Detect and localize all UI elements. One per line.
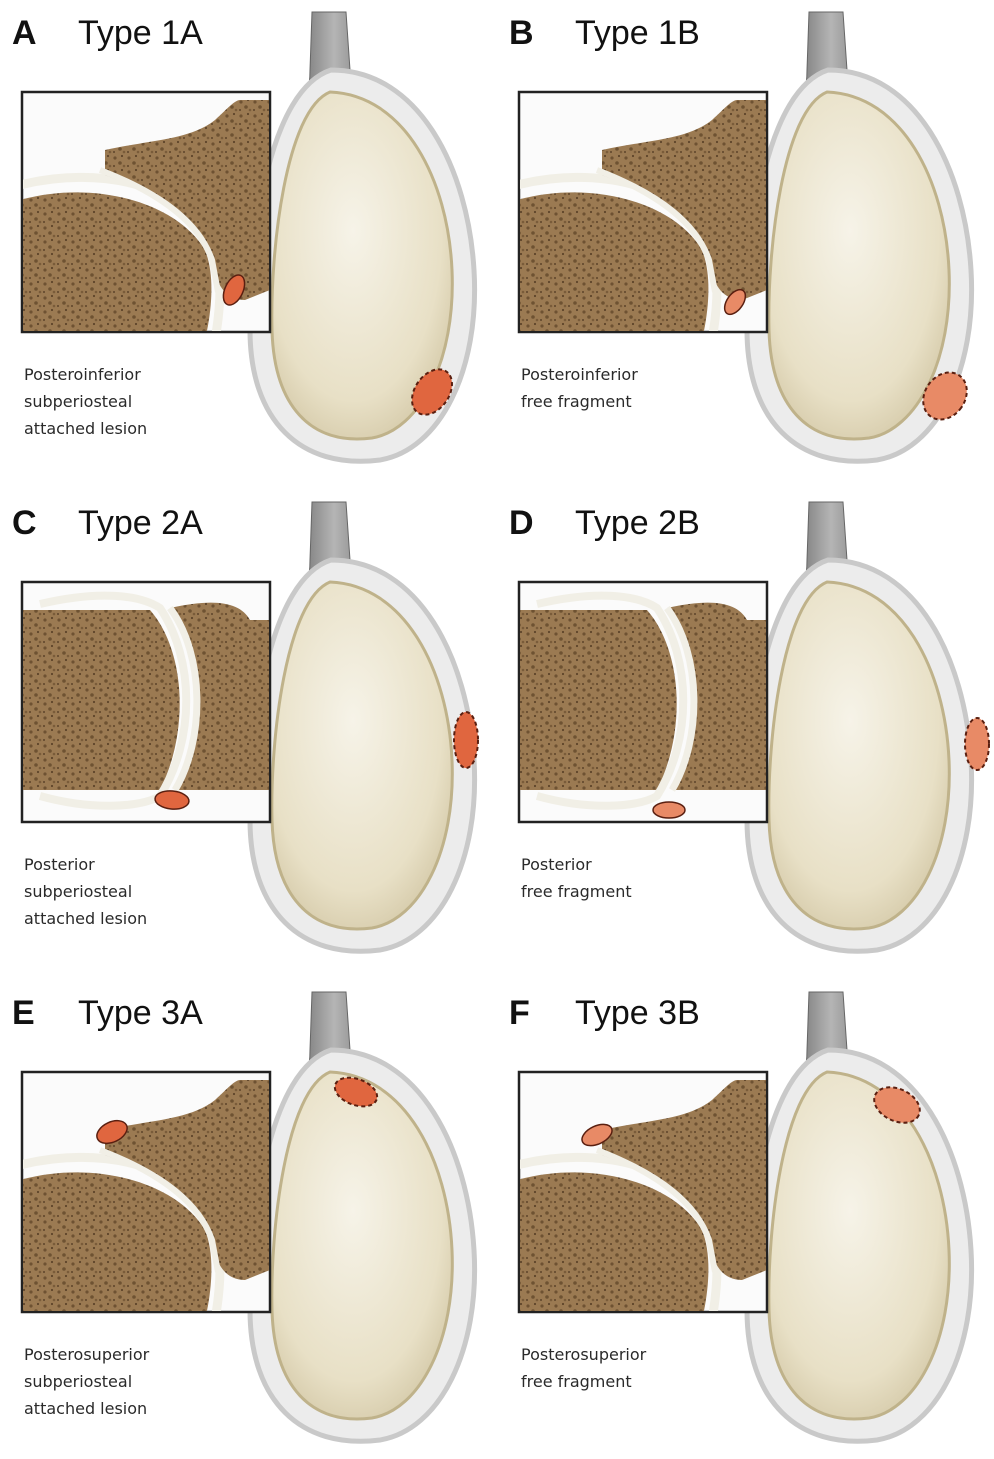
caption-line: Posteroinferior (521, 365, 638, 384)
panel-e: E Type 3A Posterosuperior subperiosteal atta… (12, 992, 475, 1441)
caption-line: subperiosteal (24, 392, 132, 411)
glenoid-lesion (454, 712, 478, 768)
panel-title: Type 1A (78, 14, 203, 52)
panel-letter: A (12, 14, 37, 52)
panel-b: B Type 1B Posteroinferior free fragment (509, 12, 976, 461)
panel-letter: B (509, 14, 534, 52)
panel-title: Type 3A (78, 994, 203, 1032)
caption-line: attached lesion (24, 1399, 147, 1418)
caption-line: subperiosteal (24, 882, 132, 901)
panel-title: Type 2B (575, 504, 700, 542)
caption-line: Posterior (521, 855, 592, 874)
caption-line: Posterosuperior (521, 1345, 647, 1364)
caption-line: attached lesion (24, 909, 147, 928)
panel-letter: D (509, 504, 534, 542)
panel-d: D Type 2B Posterior free fragment (509, 502, 989, 951)
panel-title: Type 3B (575, 994, 700, 1032)
panel-a: A Type 1A Posteroinferior subperiosteal atta… (12, 12, 475, 461)
panel-title: Type 1B (575, 14, 700, 52)
caption-line: Posterior (24, 855, 95, 874)
panel-f: F Type 3B Posterosuperior free fragment (509, 992, 972, 1441)
caption-line: Posterosuperior (24, 1345, 150, 1364)
panel-letter: F (509, 994, 530, 1032)
caption-line: free fragment (521, 882, 632, 901)
inset-lesion (653, 802, 685, 818)
caption-line: Posteroinferior (24, 365, 141, 384)
panel-letter: C (12, 504, 37, 542)
panel-c: C Type 2A Posterior subperiosteal attached l… (12, 502, 478, 951)
caption-line: free fragment (521, 392, 632, 411)
caption-line: subperiosteal (24, 1372, 132, 1391)
humeral-head (517, 610, 677, 790)
glenoid-lesion (965, 718, 989, 770)
caption-line: free fragment (521, 1372, 632, 1391)
humeral-head (20, 610, 180, 790)
inset-content (517, 596, 767, 818)
inset-content (20, 596, 270, 811)
panel-title: Type 2A (78, 504, 203, 542)
caption-line: attached lesion (24, 419, 147, 438)
panel-letter: E (12, 994, 35, 1032)
